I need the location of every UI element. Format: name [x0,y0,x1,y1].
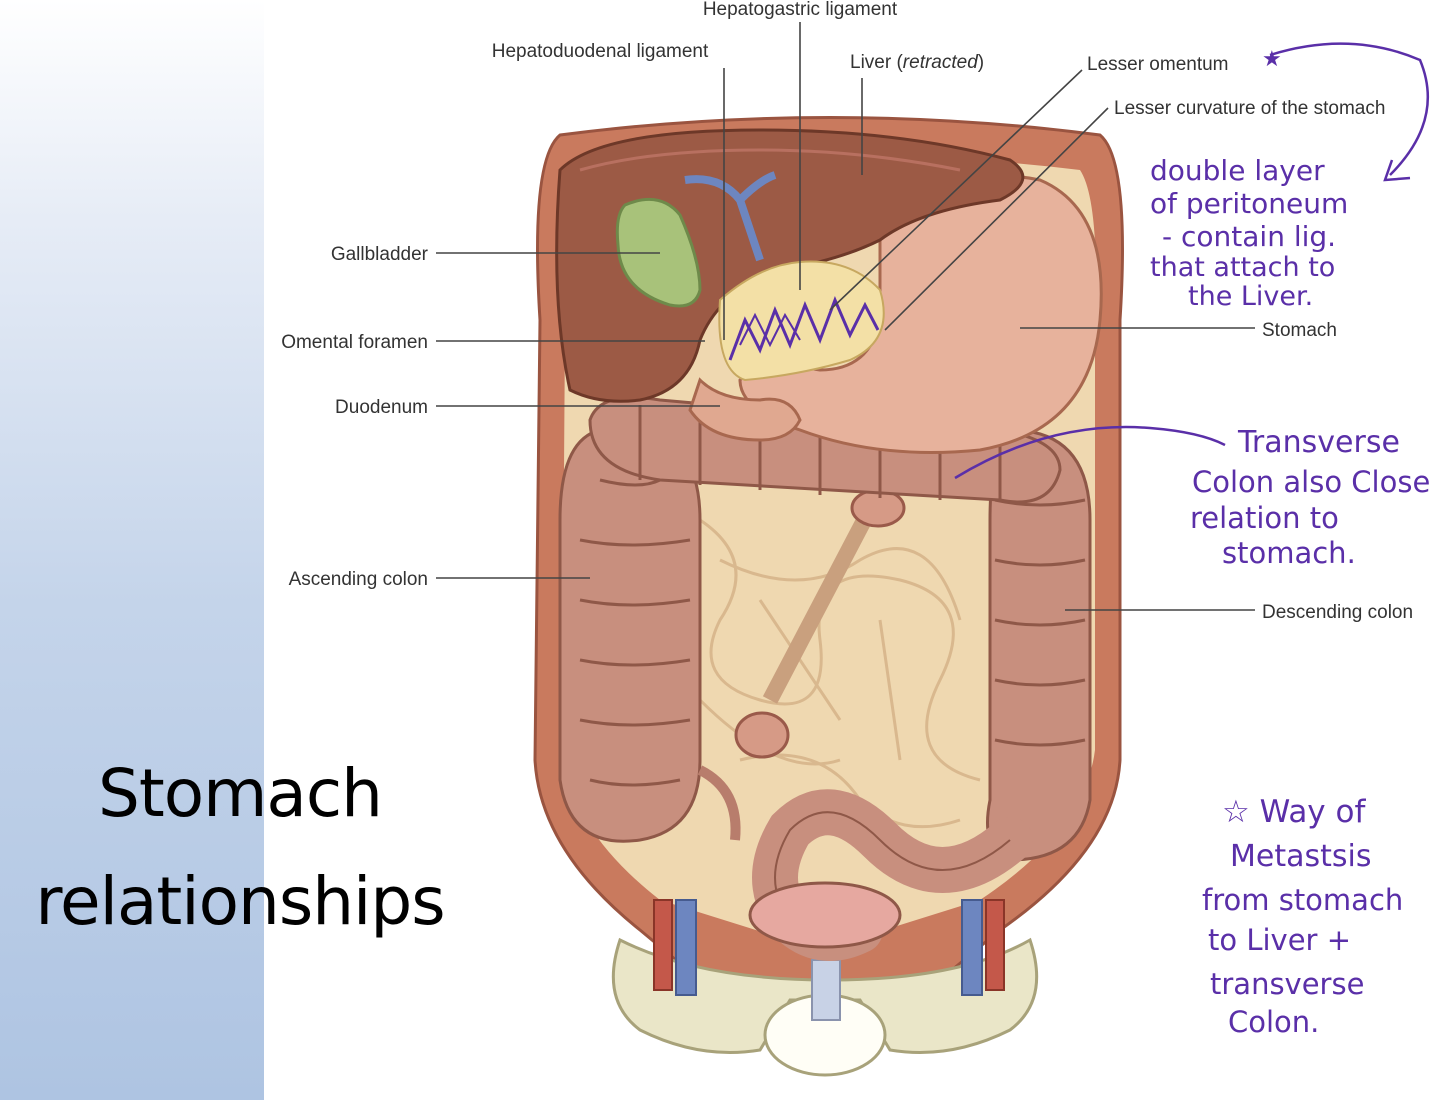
annotation-metastasis-line: to Liver + [1208,923,1351,957]
label-lesser-omentum: Lesser omentum [1087,54,1229,75]
sigmoid-colon [748,789,1033,961]
pelvis [611,899,1039,1077]
label-descending-colon: Descending colon [1262,602,1413,623]
annotation-arrows [954,42,1430,480]
annotation-omentum-line: of peritoneum [1150,187,1348,220]
label-lesser-curvature: Lesser curvature of the stomach [1114,98,1385,119]
annotation-colon-line: relation to [1190,501,1339,535]
slide-title-line: relationships [35,863,445,940]
label-stomach: Stomach [1262,320,1337,341]
label-liver-retracted: retracted [903,52,979,73]
label-omental-foramen: Omental foramen [281,332,428,353]
label-liver-name: Liver ( [850,52,903,73]
hepatic-vessels [684,171,777,262]
mesentery [734,486,906,759]
annotation-omentum-line: - contain lig. [1162,220,1336,253]
annotation-colon-line: Colon also Close [1192,465,1430,499]
annotation-metastasis-note: ☆ Way of Metastsis from stomach to Liver… [1202,794,1403,1039]
label-ascending-colon: Ascending colon [289,569,428,590]
annotation-metastasis-line: from stomach [1202,883,1403,917]
label-gallbladder: Gallbladder [331,244,429,265]
annotation-metastasis-line: transverse [1210,967,1364,1001]
label-duodenum: Duodenum [335,397,428,418]
annotation-colon-line: stomach. [1222,536,1356,570]
annotation-metastasis-line: Colon. [1228,1005,1319,1039]
annotation-colon-line: Transverse [1237,425,1400,460]
annotation-metastasis-line: ☆ Way of [1222,794,1366,830]
label-hepatogastric-ligament: Hepatogastric ligament [703,0,898,20]
leader-lines [436,22,1255,611]
annotation-colon-note: Transverse Colon also Close relation to … [1190,425,1430,570]
lesser-omentum [718,260,885,382]
annotation-omentum-note: double layer of peritoneum - contain lig… [1150,154,1348,312]
ascending-colon [558,428,741,843]
label-hepatoduodenal-ligament: Hepatoduodenal ligament [492,41,709,62]
duodenum [688,377,802,442]
annotation-omentum-line: double layer [1150,154,1325,187]
annotation-omentum-line: that attach to [1150,252,1335,283]
label-liver-close: ) [978,52,984,73]
slide-title-line: Stomach [97,755,383,832]
annotation-omentum-line: the Liver. [1188,281,1313,312]
annotation-metastasis-line: Metastsis [1230,839,1371,874]
label-liver: Liver (retracted) [850,52,984,73]
annotation-star: ★ [1262,47,1282,72]
slide-title: Stomach relationships [0,740,480,956]
left-gradient-panel [0,0,264,1100]
